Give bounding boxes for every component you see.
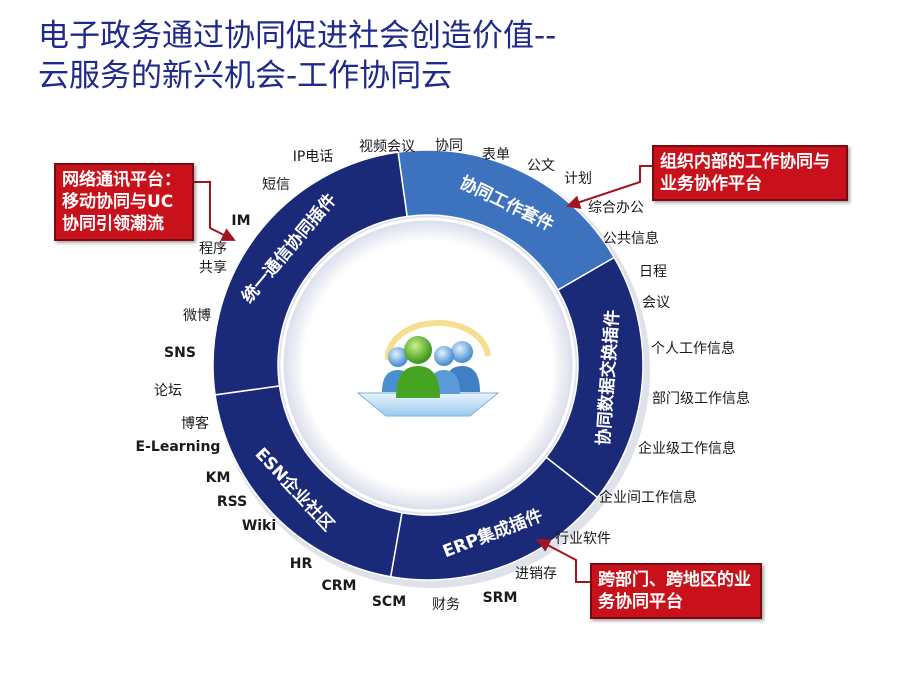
item-general-office: 综合办公 [588, 200, 644, 216]
item-video-conference: 视频会议 [359, 139, 415, 155]
callout-internal-collab-platform: 组织内部的工作协同与业务协作平台 [652, 145, 848, 201]
callout-top-right-connector [566, 165, 652, 209]
item-sns: SNS [164, 345, 196, 361]
item-public-info: 公共信息 [603, 231, 659, 247]
callout-bottom-right-connector [536, 539, 590, 583]
ring-segment-uc [212, 151, 408, 396]
item-hr: HR [289, 556, 313, 572]
item-industry-software: 行业软件 [555, 531, 611, 547]
item-e-learning: E-Learning [135, 439, 221, 455]
item-scm: SCM [371, 594, 407, 610]
item-inter-enterprise-info: 企业间工作信息 [599, 490, 697, 506]
page-title: 电子政务通过协同促进社会创造价值-- 云服务的新兴机会-工作协同云 [38, 16, 556, 96]
item-crm: CRM [321, 578, 357, 594]
page-title-line-1: 电子政务通过协同促进社会创造价值-- [38, 18, 557, 54]
item-rss: RSS [216, 494, 248, 510]
page-title-line-2: 云服务的新兴机会-工作协同云 [38, 58, 453, 94]
item-form: 表单 [482, 147, 510, 163]
item-wiki: Wiki [241, 518, 277, 534]
item-official-doc: 公文 [527, 158, 555, 174]
item-sms: 短信 [262, 177, 290, 193]
item-personal-work-info: 个人工作信息 [651, 341, 735, 357]
users-group-icon [356, 319, 500, 417]
item-forum: 论坛 [154, 383, 182, 399]
item-inventory: 进销存 [515, 566, 557, 582]
callout-cross-region-platform: 跨部门、跨地区的业务协同平台 [590, 563, 762, 619]
item-km: KM [205, 470, 231, 486]
item-weibo: 微博 [183, 308, 211, 324]
item-enterprise-work-info: 企业级工作信息 [638, 441, 736, 457]
item-plan: 计划 [564, 171, 592, 187]
item-srm: SRM [482, 590, 518, 606]
item-meeting: 会议 [642, 295, 670, 311]
item-blog: 博客 [181, 416, 209, 432]
item-im: IM [231, 213, 251, 229]
item-schedule: 日程 [639, 264, 667, 280]
item-collaboration: 协同 [435, 138, 463, 154]
item-dept-work-info: 部门级工作信息 [652, 391, 750, 407]
item-finance: 财务 [432, 597, 460, 613]
item-ip-phone: IP电话 [292, 149, 334, 165]
item-program-sharing: 程序共享 [199, 241, 227, 276]
callout-network-platform: 网络通讯平台：移动协同与UC协同引领潮流 [54, 163, 194, 241]
callout-left-connector [194, 181, 236, 241]
